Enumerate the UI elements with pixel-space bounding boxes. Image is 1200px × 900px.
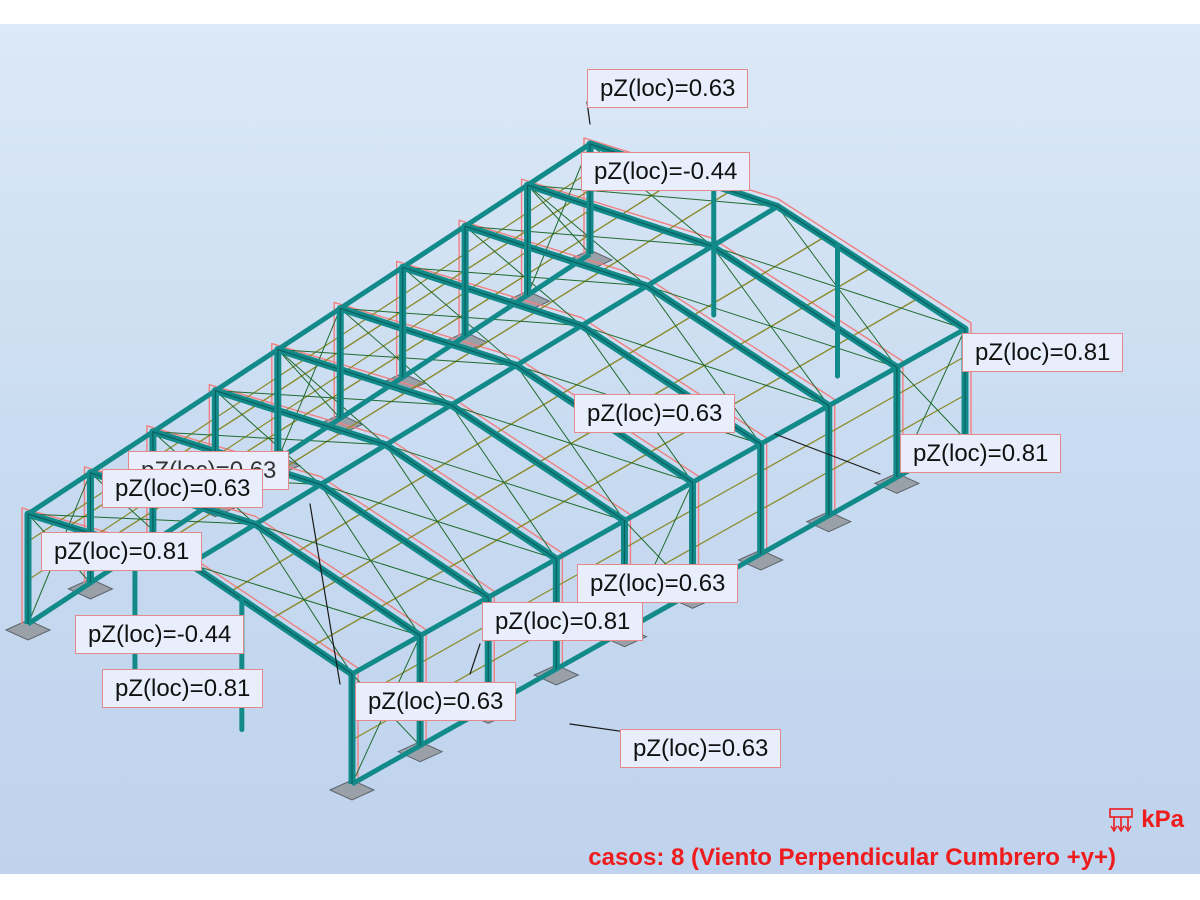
label-leader xyxy=(469,643,481,675)
load-label[interactable]: pZ(loc)=0.63 xyxy=(577,564,739,603)
roof-brace xyxy=(385,444,625,522)
longitudinal-member xyxy=(188,204,779,567)
roof-brace xyxy=(646,285,898,368)
girt xyxy=(351,355,966,703)
portal-frame-edge xyxy=(464,225,830,516)
unit-label: kPa xyxy=(1141,806,1184,833)
model-viewport[interactable]: pZ(loc)=0.63 pZ(loc)=-0.44 pZ(loc)=0.81 … xyxy=(0,24,1200,874)
load-label[interactable]: pZ(loc)=0.63 xyxy=(355,682,517,721)
load-case-caption: casos: 8 (Viento Perpendicular Cumbrero … xyxy=(588,844,1116,871)
label-leader xyxy=(774,433,881,475)
portal-frame-edge xyxy=(89,472,421,746)
load-label[interactable]: pZ(loc)=0.63 xyxy=(587,69,749,108)
longitudinal-member xyxy=(26,141,592,517)
load-outline xyxy=(271,342,632,631)
footing xyxy=(4,619,52,641)
portal-frame-edge xyxy=(277,348,626,631)
portal-frame-edge xyxy=(214,390,557,669)
load-outline xyxy=(83,466,427,746)
roof-brace xyxy=(515,364,625,522)
roof-brace xyxy=(254,523,353,675)
unit-legend: kPa xyxy=(1107,806,1184,834)
footing xyxy=(328,779,376,801)
roof-brace xyxy=(339,307,452,406)
footing xyxy=(737,549,784,571)
load-outline xyxy=(458,219,836,516)
roof-brace xyxy=(581,325,830,407)
roof-brace xyxy=(711,245,830,407)
load-label[interactable]: pZ(loc)=-0.44 xyxy=(581,152,751,191)
roof-brace xyxy=(320,484,557,560)
wall-brace xyxy=(527,184,591,255)
load-label[interactable]: pZ(loc)=0.81 xyxy=(900,434,1062,473)
longitudinal-member xyxy=(350,326,967,677)
load-label[interactable]: pZ(loc)=0.81 xyxy=(482,602,644,641)
roof-brace xyxy=(450,404,557,560)
load-label[interactable]: pZ(loc)=0.81 xyxy=(41,532,203,571)
load-label[interactable]: pZ(loc)=0.81 xyxy=(962,333,1124,372)
load-label[interactable]: pZ(loc)=0.63 xyxy=(620,729,782,768)
purlin xyxy=(311,297,919,648)
roof-brace xyxy=(254,523,489,598)
load-outline xyxy=(208,383,564,669)
footing xyxy=(533,664,580,686)
longitudinal-member xyxy=(350,436,967,787)
roof-brace xyxy=(646,285,762,445)
wall-brace xyxy=(896,366,966,440)
frames-layer xyxy=(24,140,969,787)
roof-brace xyxy=(277,349,387,446)
roof-brace xyxy=(320,484,421,637)
footing xyxy=(67,578,114,600)
portal-frame-edge xyxy=(402,266,762,554)
footing xyxy=(873,472,921,494)
wall-brace xyxy=(277,349,341,419)
roof-brace xyxy=(189,563,421,637)
load-outline xyxy=(395,260,768,554)
load-label[interactable]: pZ(loc)=0.81 xyxy=(102,669,264,708)
load-label[interactable]: pZ(loc)=-0.44 xyxy=(75,615,245,654)
label-leader xyxy=(309,503,341,685)
portal-frame-edge xyxy=(339,307,694,593)
footing xyxy=(396,741,444,763)
load-label[interactable]: pZ(loc)=0.63 xyxy=(574,394,736,433)
footing xyxy=(805,511,852,533)
purlin xyxy=(230,236,825,593)
roof-brace xyxy=(214,390,322,486)
roof-brace xyxy=(450,404,694,483)
load-outline xyxy=(333,301,700,593)
roof-brace xyxy=(402,266,517,366)
roof-brace xyxy=(385,444,489,598)
pressure-load-icon xyxy=(1109,808,1134,833)
load-label[interactable]: pZ(loc)=0.63 xyxy=(102,469,264,508)
roof-brace xyxy=(464,225,583,327)
